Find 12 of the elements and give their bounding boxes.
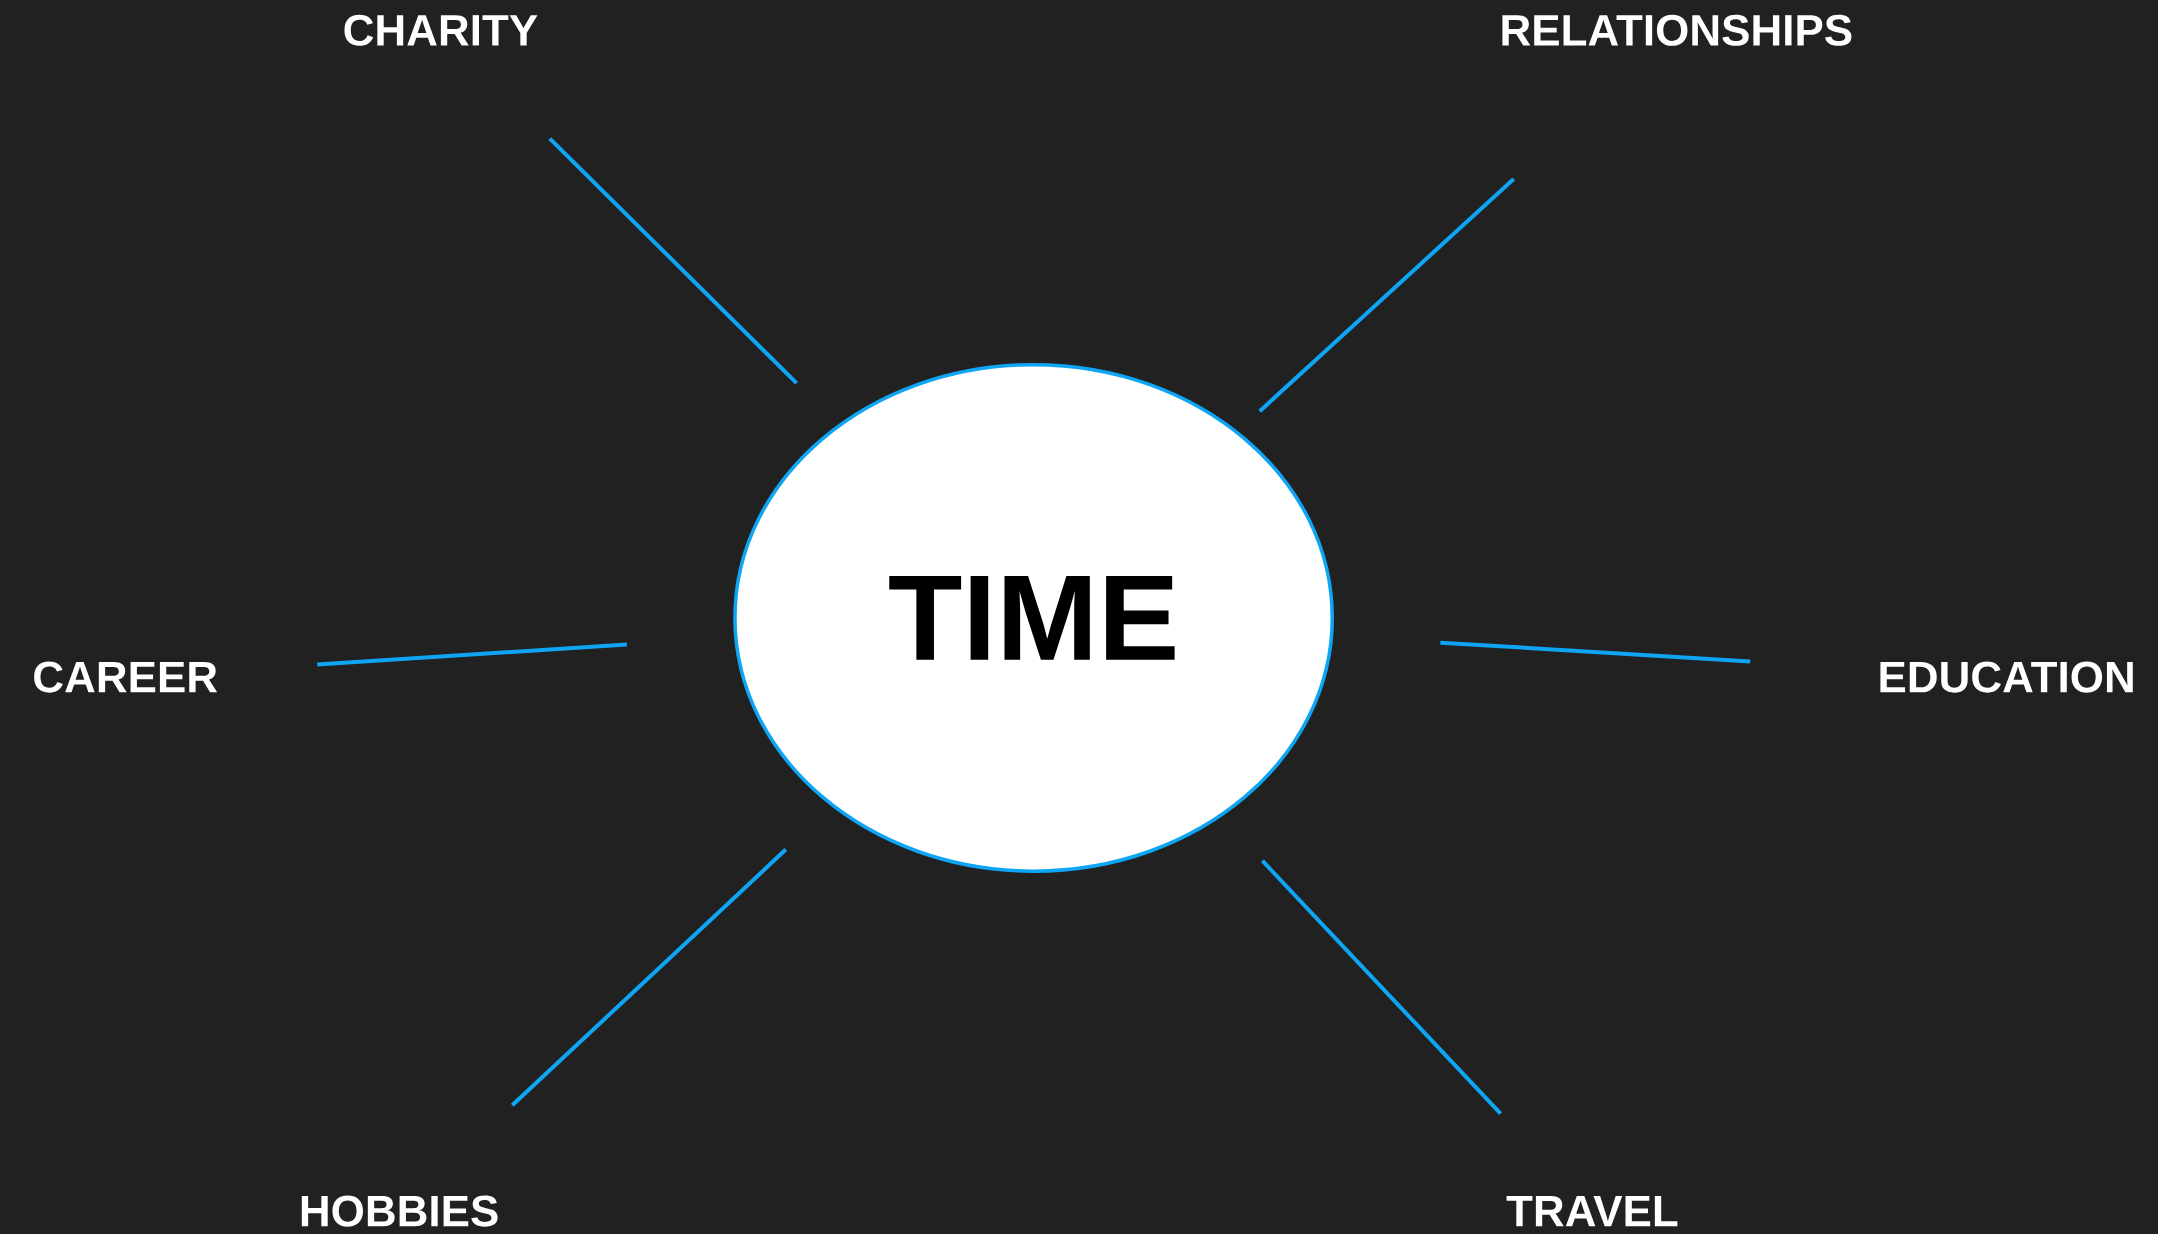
connector-line [1260,859,1503,1115]
topic-label: RELATIONSHIPS [1502,14,1852,46]
topic-label: TRAVEL [1506,1195,1678,1227]
topic-label: EDUCATION [1880,661,2133,693]
connector-line [510,848,788,1107]
connector-line [1440,640,1751,664]
connector-line [548,137,798,385]
topic-label: HOBBIES [301,1195,498,1227]
topic-label: CHARITY [344,14,538,46]
connector-line [1258,177,1515,413]
topic-label: CAREER [34,661,218,693]
connector-line [317,642,628,667]
